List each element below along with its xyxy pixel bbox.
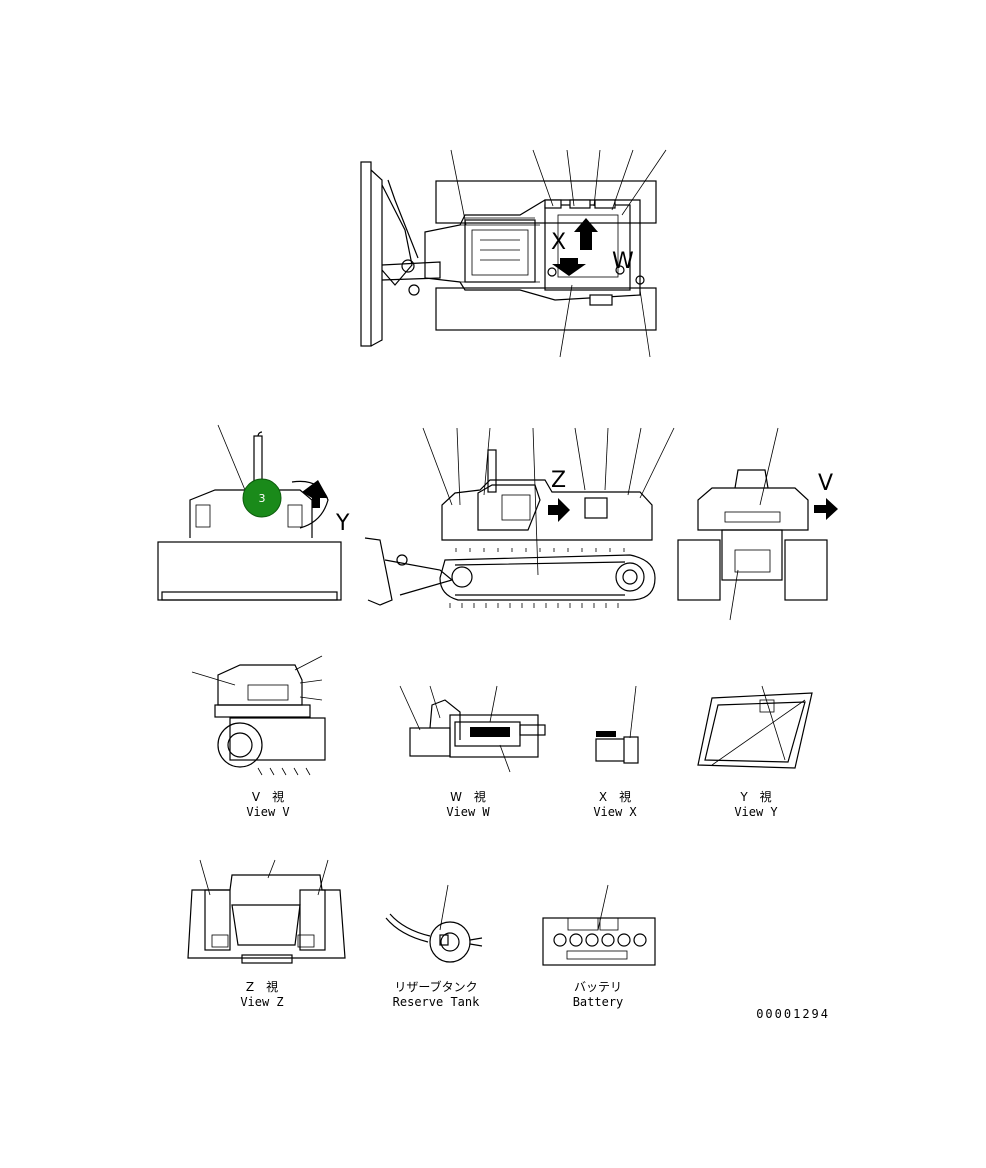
view-w-jp-label: W 視 <box>450 789 486 804</box>
callout-marker-label: 3 <box>259 492 266 505</box>
view-w-en-label: View W <box>446 805 490 819</box>
view-v-en-label: View V <box>246 805 289 819</box>
view-y-drawing: Y 視 View Y <box>697 685 813 819</box>
view-x-en-label: View X <box>593 805 637 819</box>
view-letter-w: W <box>612 249 634 274</box>
top-plan-view: X W <box>360 149 667 358</box>
rear-view: Y 3 <box>157 424 350 601</box>
view-z-drawing: Z 視 View Z <box>187 859 346 1009</box>
battery-en-label: Battery <box>573 995 624 1009</box>
front-view: V <box>677 427 838 621</box>
battery-jp-label: バッテリ <box>574 980 622 994</box>
view-z-jp-label: Z 視 <box>246 979 278 994</box>
view-letter-x: X <box>551 230 566 255</box>
view-letter-v: V <box>818 471 833 496</box>
reserve-tank-drawing: リザーブタンク Reserve Tank <box>385 884 483 1009</box>
drawing-number: 00001294 <box>756 1007 830 1021</box>
callout-marker[interactable]: 3 <box>242 478 282 518</box>
view-y-en-label: View Y <box>734 805 778 819</box>
view-letter-z: Z <box>551 468 566 493</box>
view-w-drawing: W 視 View W <box>399 685 546 819</box>
view-v-jp-label: V 視 <box>252 789 284 804</box>
reserve-tank-jp-label: リザーブタンク <box>394 979 477 994</box>
battery-drawing: バッテリ Battery <box>542 884 656 1009</box>
view-v-drawing: V 視 View V <box>191 655 326 819</box>
view-y-jp-label: Y 視 <box>739 789 771 804</box>
view-x-jp-label: X 視 <box>599 789 631 804</box>
view-x-drawing: X 視 View X <box>593 685 639 819</box>
reserve-tank-en-label: Reserve Tank <box>393 995 480 1009</box>
view-letter-y: Y <box>335 511 350 536</box>
view-z-en-label: View Z <box>240 995 283 1009</box>
side-view: Z <box>364 427 675 608</box>
